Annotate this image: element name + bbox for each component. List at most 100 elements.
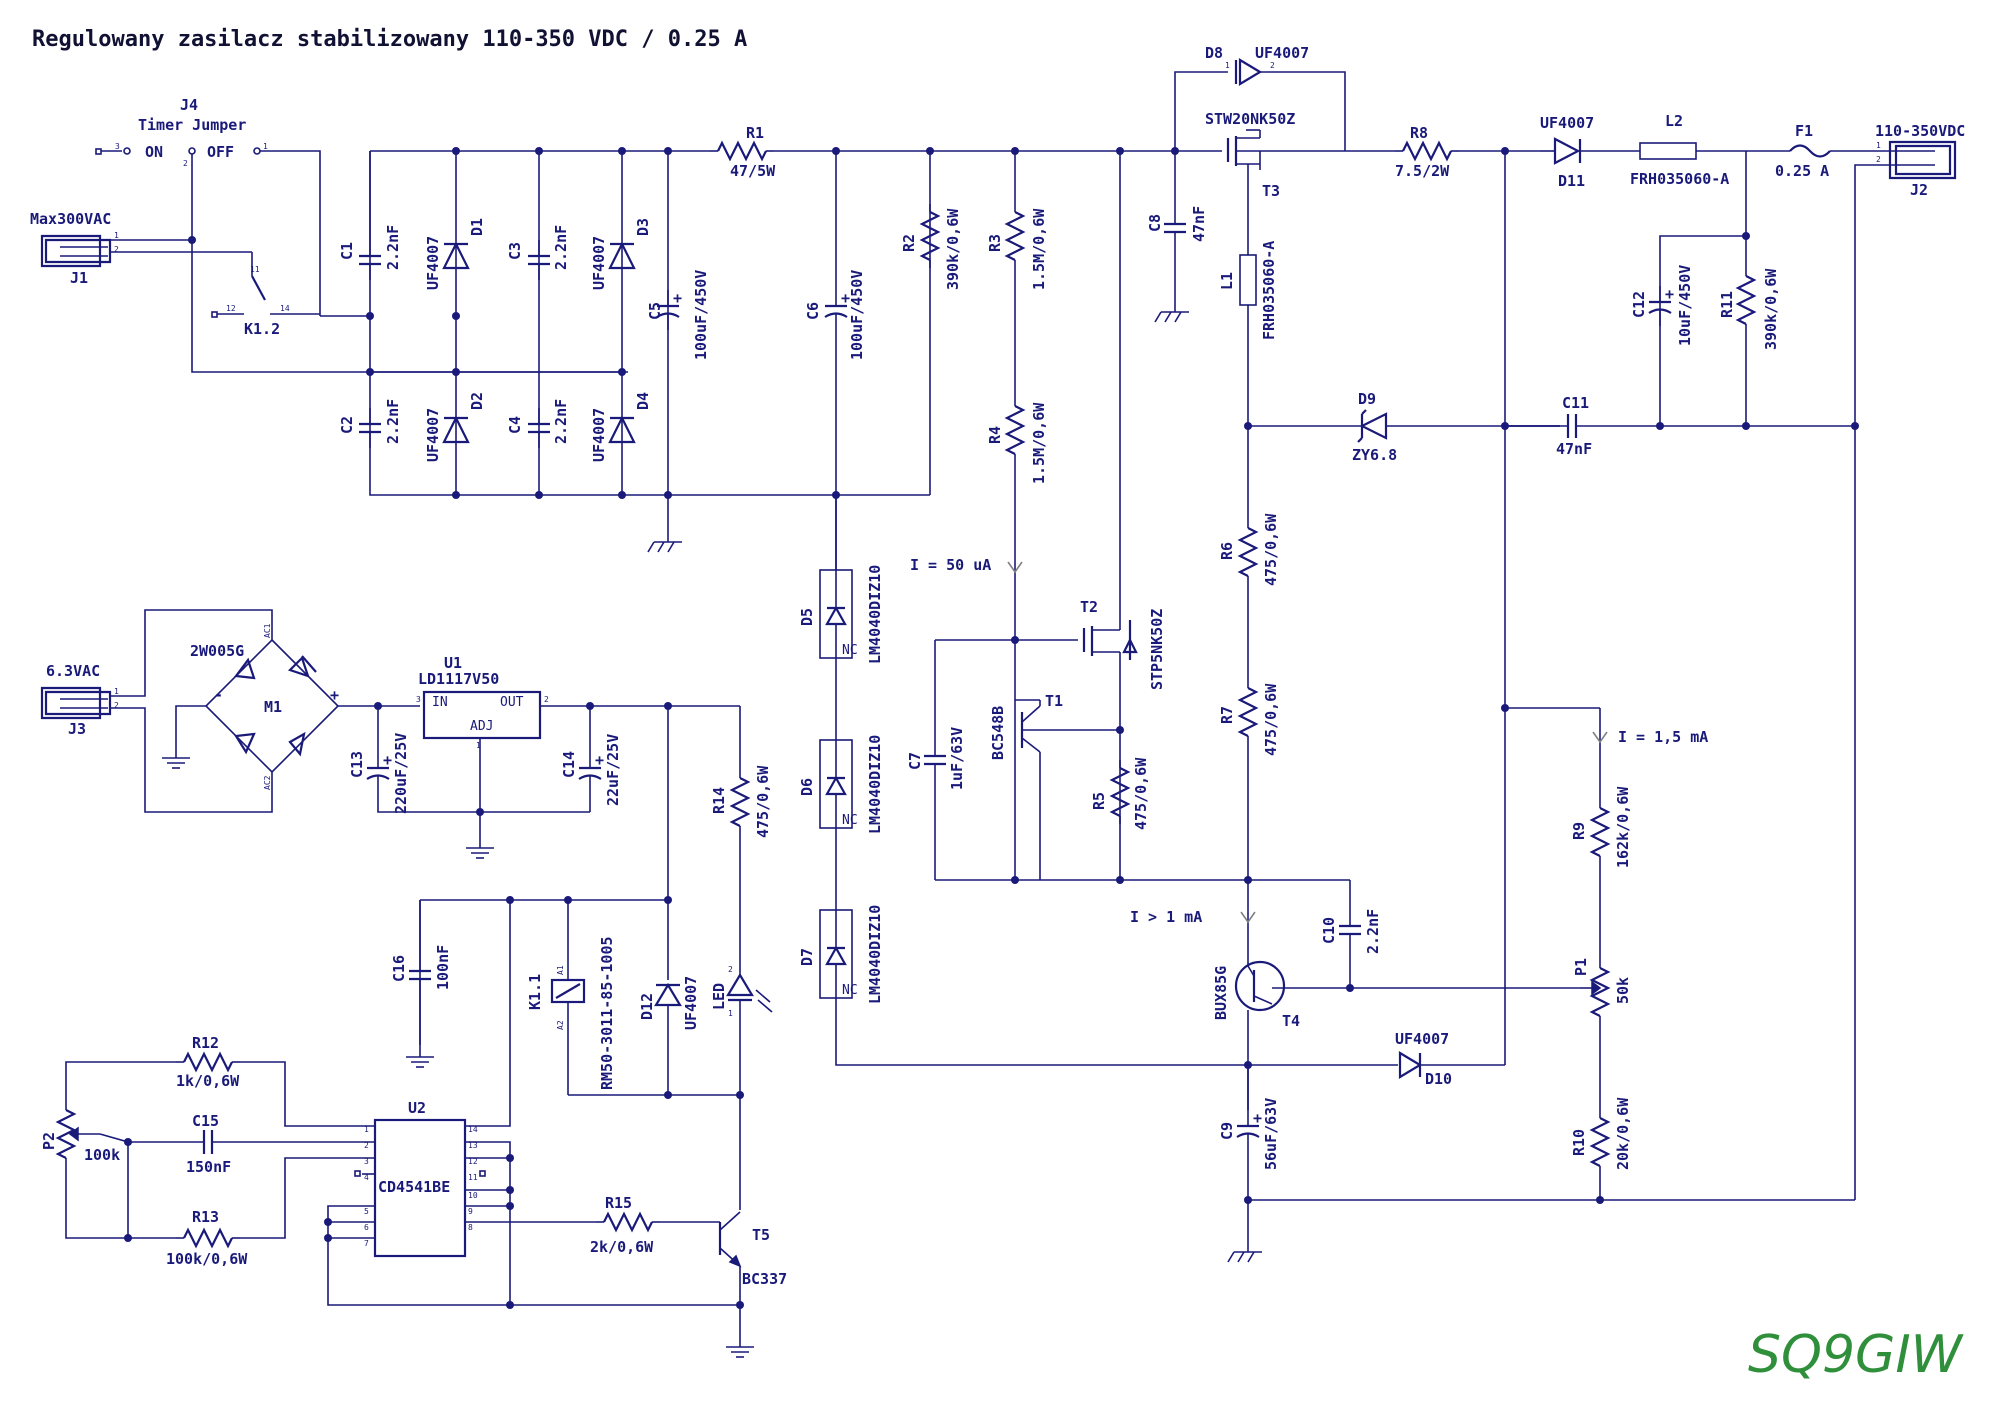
svg-text:R1: R1 [746,124,764,142]
svg-text:R10: R10 [1570,1129,1588,1156]
svg-text:475/0,6W: 475/0,6W [1262,513,1280,586]
current-50ua: I = 50 uA [910,556,991,574]
svg-text:2: 2 [114,245,119,254]
j4-off: OFF [207,143,234,161]
svg-text:R5: R5 [1090,792,1108,810]
svg-text:LM4040DIZ10: LM4040DIZ10 [866,905,884,1004]
svg-text:ADJ: ADJ [470,719,493,734]
svg-text:2: 2 [183,159,188,168]
svg-text:P1: P1 [1572,958,1590,976]
svg-text:2.2nF: 2.2nF [1364,909,1382,954]
svg-text:D8: D8 [1205,44,1223,62]
svg-text:F1: F1 [1795,122,1813,140]
svg-text:UF4007: UF4007 [424,236,442,290]
current-1ma: I > 1 mA [1130,908,1202,926]
svg-text:C15: C15 [192,1112,219,1130]
current-15ma: I = 1,5 mA [1618,728,1708,746]
svg-text:47nF: 47nF [1190,206,1208,242]
svg-text:1: 1 [114,687,119,696]
j1-value: Max300VAC [30,210,111,228]
svg-text:UF4007: UF4007 [682,976,700,1030]
svg-text:T2: T2 [1080,598,1098,616]
svg-text:D7: D7 [798,948,816,966]
svg-text:475/0,6W: 475/0,6W [1132,757,1150,830]
capacitor-c8 [1162,206,1188,250]
j4-ref: J4 [180,96,198,114]
svg-text:C4: C4 [506,416,524,434]
svg-text:R11: R11 [1718,291,1736,318]
svg-text:BUX85G: BUX85G [1212,966,1230,1020]
svg-text:UF4007: UF4007 [1540,114,1594,132]
fuse-f1 [1789,144,1831,158]
svg-text:100k: 100k [84,1146,120,1164]
svg-text:D6: D6 [798,778,816,796]
chassis-ground-icon [1227,1239,1263,1263]
svg-text:A2: A2 [556,1020,565,1030]
svg-text:J3: J3 [68,720,86,738]
j1-ref: J1 [70,269,88,287]
svg-text:C8: C8 [1146,214,1164,232]
capacitor-c1 [357,151,383,282]
resistor-r11 [1736,266,1756,334]
transistor-t3 [1175,129,1345,200]
diode-d10 [1398,1051,1423,1079]
svg-text:C14: C14 [560,751,578,778]
resistor-r15 [594,1212,662,1232]
svg-text:2: 2 [364,1141,369,1150]
k12-ref: K1.2 [244,320,280,338]
resistor-r8 [1393,141,1461,161]
svg-text:1: 1 [728,1009,733,1018]
resistor-r4 [1005,396,1025,464]
capacitor-c6 [823,287,852,332]
resistor-r1 [708,141,776,161]
transistor-t4 [1234,960,1300,1012]
svg-text:10: 10 [468,1191,478,1200]
svg-text:390k/0,6W: 390k/0,6W [944,208,962,290]
svg-text:R2: R2 [900,234,918,252]
svg-text:1: 1 [114,231,119,240]
svg-text:L2: L2 [1665,112,1683,130]
svg-text:L1: L1 [1218,272,1236,290]
svg-text:D5: D5 [798,608,816,626]
diode-d1 [442,241,470,270]
svg-text:3: 3 [115,142,120,151]
svg-text:3: 3 [416,695,421,704]
diode-d12 [654,982,682,1007]
svg-text:100nF: 100nF [434,945,452,990]
diode-d4 [608,415,636,444]
svg-text:390k/0,6W: 390k/0,6W [1762,268,1780,350]
svg-text:UF4007: UF4007 [424,408,442,462]
svg-text:D3: D3 [634,218,652,236]
svg-text:-: - [214,686,223,704]
svg-text:R13: R13 [192,1208,219,1226]
svg-text:D4: D4 [634,392,652,410]
svg-text:110-350VDC: 110-350VDC [1875,122,1965,140]
svg-text:C5: C5 [646,302,664,320]
zener-d9 [1357,409,1388,443]
led [726,972,773,1013]
svg-text:4: 4 [364,1173,369,1182]
ground-icon [161,745,191,769]
svg-text:T4: T4 [1282,1012,1300,1030]
svg-text:56uF/63V: 56uF/63V [1262,1098,1280,1170]
svg-text:U2: U2 [408,1099,426,1117]
svg-text:C7: C7 [906,752,924,770]
svg-text:2.2nF: 2.2nF [552,225,570,270]
svg-text:BC337: BC337 [742,1270,787,1288]
svg-text:C10: C10 [1320,917,1338,944]
svg-text:T1: T1 [1045,692,1063,710]
svg-text:8: 8 [468,1223,473,1232]
svg-text:STW20NK50Z: STW20NK50Z [1205,110,1295,128]
j4-on: ON [145,143,163,161]
resistor-r13 [174,1228,242,1248]
chassis-ground-icon [647,529,683,553]
chassis-ground-icon [1154,299,1190,323]
svg-text:LD1117V50: LD1117V50 [418,670,499,688]
svg-text:14: 14 [468,1125,478,1134]
svg-text:C13: C13 [348,751,366,778]
svg-text:2.2nF: 2.2nF [552,399,570,444]
svg-text:D10: D10 [1425,1070,1452,1088]
resistor-r10 [1590,1108,1610,1176]
svg-text:NC: NC [842,983,858,998]
inductor-l1 [1239,254,1257,306]
